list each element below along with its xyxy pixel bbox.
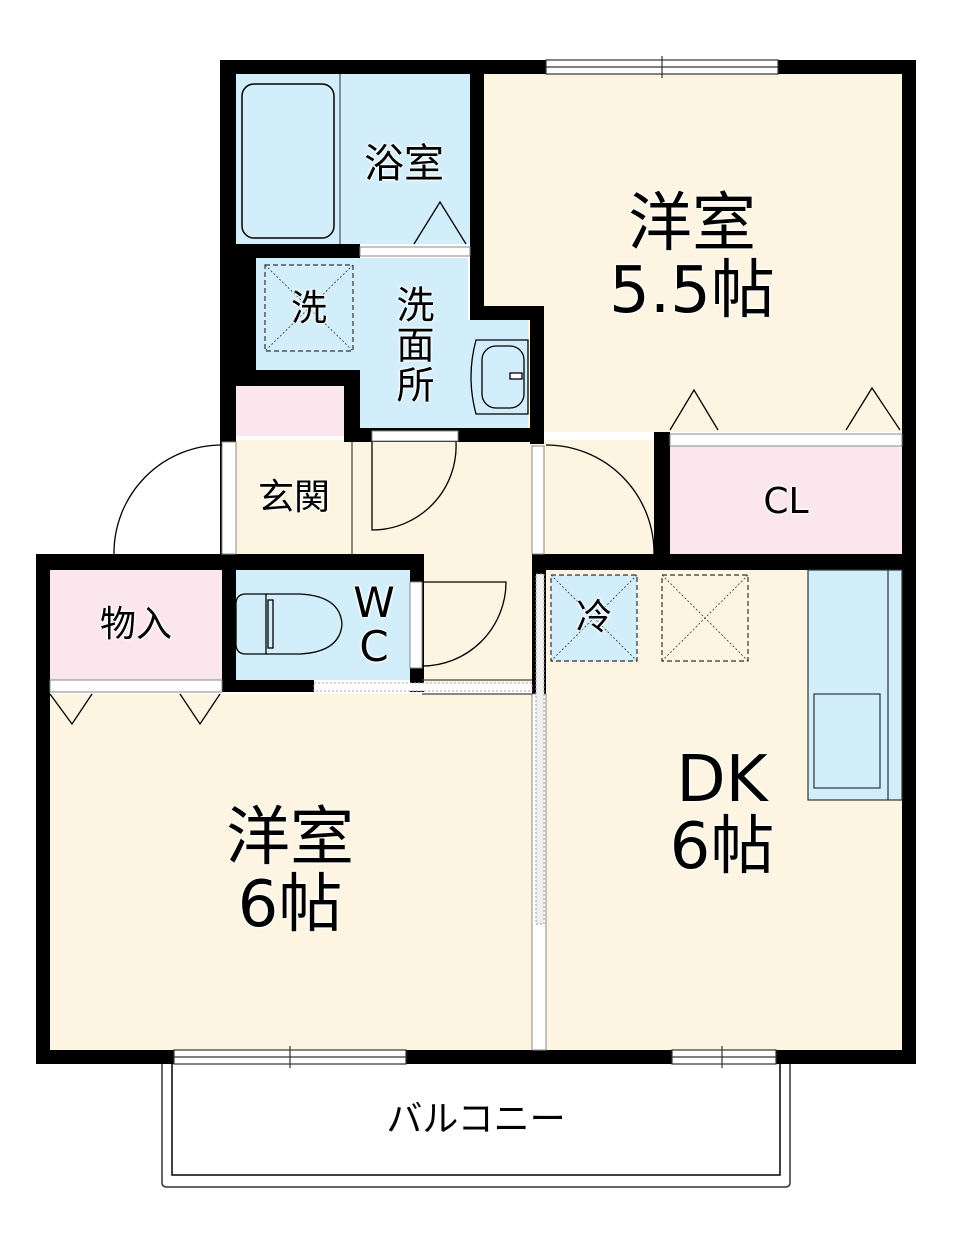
storage-label: 物入 [99,604,173,645]
closet-door-icons [49,386,901,726]
closet-label: CL [763,481,809,522]
balcony [161,1059,791,1188]
room-size: 6帖 [669,810,775,884]
storage-floor [50,570,222,680]
thin-lines [351,442,532,695]
door-openings [49,246,903,1051]
western-room-1-label: 洋室 5.5帖 [609,186,775,328]
washer-label: 洗 [290,288,328,329]
room-name: 洋室 [226,800,354,875]
entrance-label: 玄関 [257,477,331,518]
sink-icon [470,339,529,415]
dk-label: DK 6帖 [669,742,775,884]
fridge-space-icon [550,574,638,662]
bathroom-label: 浴室 [364,141,444,187]
balcony-label: バルコニー [386,1099,566,1140]
toilet-icon [235,593,343,655]
room-name: DK [676,742,768,817]
toilet-floor [236,570,410,680]
western-room-2-floor [50,694,532,1050]
western-room-1-floor [484,72,902,432]
shoe-storage [236,386,344,436]
hallway-floor [420,440,532,690]
washroom-label: 洗面所 [390,285,434,405]
bath-door-icon [413,200,467,245]
bathtub-icon [241,74,341,244]
appliance-space-icon [661,574,749,662]
washer-space-icon [264,264,354,352]
washroom-floor [256,258,528,428]
windows [173,56,779,1068]
room-size: 5.5帖 [609,254,775,328]
kitchen-counter-icon [807,569,903,801]
room-size: 6帖 [237,868,343,942]
western-room-2-label: 洋室 6帖 [226,800,354,942]
room-name: 洋室 [628,186,756,261]
closet-floor [670,446,902,554]
fridge-label: 冷 [575,597,613,638]
toilet-label: W C [353,577,395,671]
door-swings [113,441,655,667]
